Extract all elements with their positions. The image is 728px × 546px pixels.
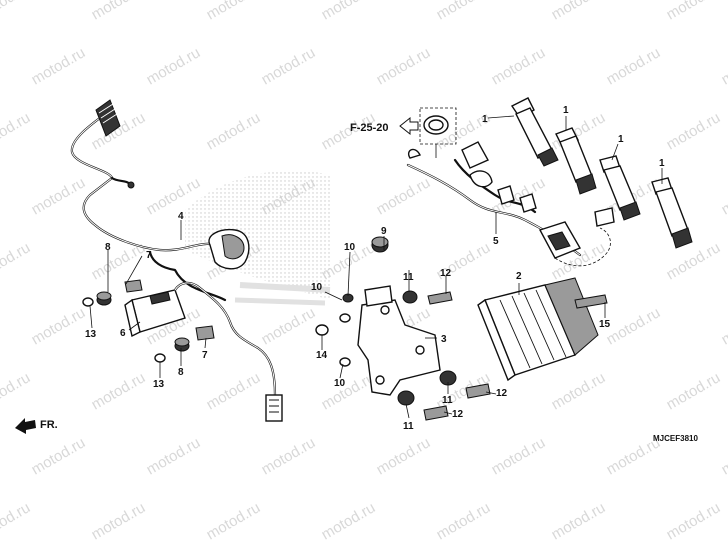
watermark-text: motod.ru	[489, 434, 549, 478]
callout-13b[interactable]: 13	[153, 379, 165, 390]
callout-1d[interactable]: 1	[659, 158, 665, 169]
watermark-text: motod.ru	[549, 0, 609, 23]
watermark-text: motod.ru	[204, 0, 264, 23]
watermark-text: motod.ru	[29, 44, 89, 88]
watermark-text: motod.ru	[604, 304, 664, 348]
watermark-text: motod.ru	[0, 499, 33, 543]
watermark-text: motod.ru	[719, 174, 728, 218]
watermark-text: motod.ru	[319, 499, 379, 543]
callout-15[interactable]: 15	[599, 319, 611, 330]
watermark-text: motod.ru	[549, 499, 609, 543]
watermark-text: motod.ru	[204, 109, 264, 153]
callout-7b[interactable]: 7	[202, 350, 208, 361]
harness-clamp[interactable]	[419, 107, 457, 158]
watermark-text: motod.ru	[374, 174, 434, 218]
watermark-text: motod.ru	[719, 304, 728, 348]
watermark-text: motod.ru	[719, 434, 728, 478]
callout-8b[interactable]: 8	[178, 367, 184, 378]
callout-8a[interactable]: 8	[105, 242, 111, 253]
callout-10a[interactable]: 10	[344, 242, 356, 253]
hardware-left[interactable]	[82, 279, 215, 363]
watermark-text: motod.ru	[434, 499, 494, 543]
watermark-text: motod.ru	[204, 369, 264, 413]
ignition-coil-4[interactable]	[651, 177, 693, 249]
callout-3[interactable]: 3	[441, 334, 447, 345]
callout-2[interactable]: 2	[516, 271, 522, 282]
callout-10b[interactable]: 10	[311, 282, 323, 293]
watermark-text: motod.ru	[89, 369, 149, 413]
ignition-coil-2[interactable]	[555, 127, 597, 195]
callout-1b[interactable]: 1	[563, 105, 569, 116]
watermark-text: motod.ru	[0, 109, 33, 153]
ignition-coil-3[interactable]	[599, 155, 641, 221]
callout-1c[interactable]: 1	[618, 134, 624, 145]
watermark-text: motod.ru	[664, 499, 724, 543]
watermark-text: motod.ru	[719, 44, 728, 88]
watermark-text: motod.ru	[29, 174, 89, 218]
callout-5[interactable]: 5	[493, 236, 499, 247]
watermark-text: motod.ru	[374, 434, 434, 478]
bracket-part-3[interactable]	[357, 285, 441, 396]
watermark-text: motod.ru	[664, 109, 724, 153]
watermark-text: motod.ru	[259, 434, 319, 478]
callout-11b[interactable]: 11	[442, 395, 453, 406]
ignition-coil-1[interactable]	[510, 97, 559, 167]
watermark-text: motod.ru	[604, 44, 664, 88]
callout-10c[interactable]: 10	[334, 378, 346, 389]
watermark-text: motod.ru	[489, 44, 549, 88]
watermark-text: motod.ru	[664, 239, 724, 283]
watermark-text: motod.ru	[664, 0, 724, 23]
watermark-text: motod.ru	[549, 369, 609, 413]
callout-13a[interactable]: 13	[85, 329, 97, 340]
callout-12b[interactable]: 12	[496, 388, 508, 399]
front-direction-arrow	[15, 418, 36, 434]
callout-4[interactable]: 4	[178, 211, 184, 222]
watermark-text: motod.ru	[29, 434, 89, 478]
reference-arrow	[399, 116, 419, 136]
watermark-text: motod.ru	[664, 369, 724, 413]
watermark-text: motod.ru	[89, 109, 149, 153]
ignition-harness-part-5[interactable]	[406, 141, 615, 267]
callout-14[interactable]: 14	[316, 350, 328, 361]
callout-6[interactable]: 6	[120, 328, 126, 339]
callout-7a[interactable]: 7	[146, 250, 152, 261]
watermark-text: motod.ru	[89, 0, 149, 23]
sensor-unit-part-6[interactable]	[124, 281, 283, 422]
watermark-text: motod.ru	[319, 0, 379, 23]
watermark-text: motod.ru	[0, 369, 33, 413]
watermark-text: motod.ru	[374, 44, 434, 88]
reference-label: F-25-20	[350, 122, 389, 134]
watermark-text: motod.ru	[29, 304, 89, 348]
callout-1a[interactable]: 1	[482, 114, 488, 125]
watermark-text: motod.ru	[0, 0, 33, 23]
watermark-text: motod.ru	[144, 434, 204, 478]
watermark-text: motod.ru	[144, 44, 204, 88]
callout-11a[interactable]: 11	[403, 272, 414, 283]
control-unit-part-2[interactable]	[477, 277, 599, 382]
wing-logo-background	[185, 170, 331, 306]
watermark-text: motod.ru	[259, 304, 319, 348]
callout-12c[interactable]: 12	[452, 409, 464, 420]
direction-label: FR.	[40, 419, 58, 431]
watermark-text: motod.ru	[0, 239, 33, 283]
watermark-text: motod.ru	[434, 0, 494, 23]
watermark-text: motod.ru	[204, 499, 264, 543]
watermark-text: motod.ru	[259, 44, 319, 88]
callout-11c[interactable]: 11	[403, 421, 414, 432]
watermark-text: motod.ru	[89, 499, 149, 543]
sub-wire-harness-part-4[interactable]	[70, 99, 250, 302]
leader-lines	[89, 115, 663, 419]
callout-9[interactable]: 9	[381, 226, 387, 237]
drawing-code: MJCEF3810	[653, 434, 698, 443]
callout-12a[interactable]: 12	[440, 268, 452, 279]
